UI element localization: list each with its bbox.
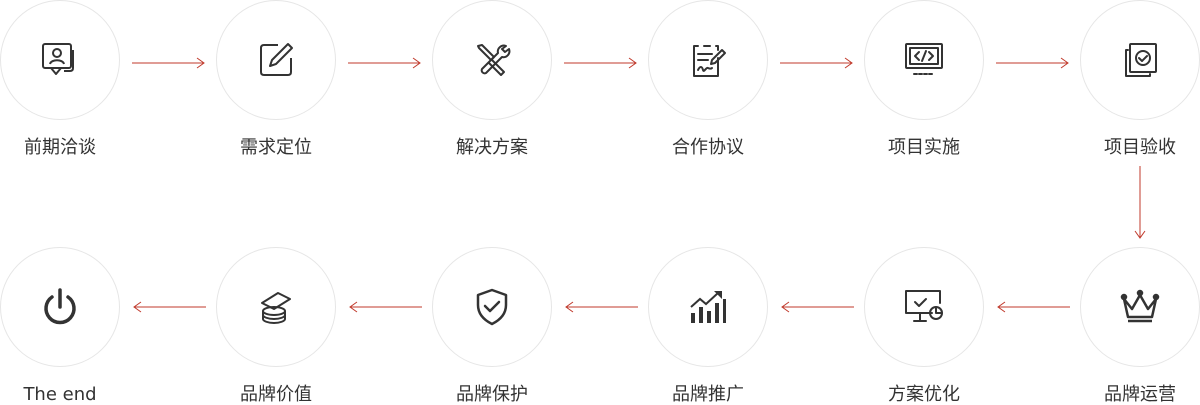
step-5-circle [864, 0, 984, 120]
step-4 [648, 0, 768, 120]
step-3 [432, 0, 552, 120]
step-7-label: 品牌运营 [1104, 384, 1176, 405]
arrow-left [996, 301, 1070, 313]
step-4-circle [648, 0, 768, 120]
step-11 [216, 247, 336, 367]
step-9-label: 品牌推广 [672, 384, 744, 405]
power-icon [44, 288, 76, 325]
arrow-down [1134, 166, 1146, 240]
tools-icon [477, 44, 511, 76]
contract-icon [693, 45, 726, 77]
check-copy-icon [1125, 43, 1157, 77]
step-2 [216, 0, 336, 120]
step-7-circle [1080, 247, 1200, 367]
step-3-circle [432, 0, 552, 120]
shield-check-icon [476, 288, 508, 326]
arrow-left [348, 301, 422, 313]
step-12-label: The end [23, 384, 97, 405]
step-2-label: 需求定位 [240, 137, 312, 158]
arrow-left [132, 301, 206, 313]
crown-icon [1120, 289, 1160, 323]
step-5 [864, 0, 984, 120]
step-9-circle [648, 247, 768, 367]
step-7 [1080, 247, 1200, 367]
step-10-label: 品牌保护 [456, 384, 528, 405]
arrow-left [564, 301, 638, 313]
arrow-right [564, 57, 638, 69]
arrow-right [348, 57, 422, 69]
step-6-circle [1080, 0, 1200, 120]
monitor-chart-icon [905, 290, 943, 322]
step-6-label: 项目验收 [1104, 137, 1176, 158]
step-2-circle [216, 0, 336, 120]
arrow-right [996, 57, 1070, 69]
step-8-label: 方案优化 [888, 384, 960, 405]
coins-icon [261, 292, 291, 324]
step-1-label: 前期洽谈 [24, 137, 96, 158]
step-12 [0, 247, 120, 367]
arrow-right [780, 57, 854, 69]
step-9 [648, 247, 768, 367]
step-1-circle [0, 0, 120, 120]
step-8 [864, 247, 984, 367]
arrow-right [132, 57, 206, 69]
step-8-circle [864, 247, 984, 367]
code-monitor-icon [905, 43, 943, 75]
step-1 [0, 0, 120, 120]
step-4-label: 合作协议 [672, 137, 744, 158]
step-5-label: 项目实施 [888, 137, 960, 158]
arrow-left [780, 301, 854, 313]
edit-icon [260, 43, 293, 76]
growth-chart-icon [690, 291, 726, 323]
step-10 [432, 247, 552, 367]
step-6 [1080, 0, 1200, 120]
step-11-label: 品牌价值 [240, 384, 312, 405]
step-3-label: 解决方案 [456, 137, 528, 158]
step-11-circle [216, 247, 336, 367]
consultation-icon [42, 43, 74, 75]
step-10-circle [432, 247, 552, 367]
step-12-circle [0, 247, 120, 367]
